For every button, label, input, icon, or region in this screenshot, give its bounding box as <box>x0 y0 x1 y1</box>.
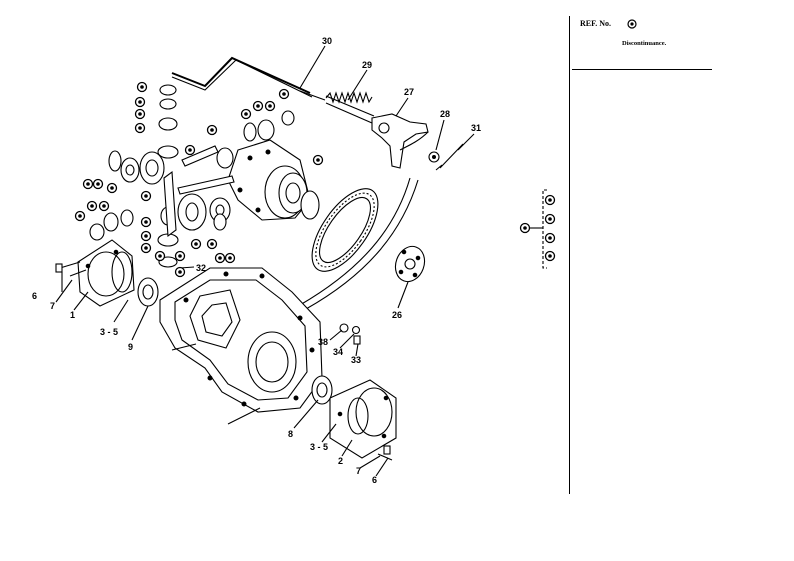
shift-fork <box>371 113 429 169</box>
right-bearing-retainer <box>329 379 397 459</box>
callout-6-left: 6 <box>32 291 37 301</box>
callout-27: 27 <box>404 87 414 97</box>
callout-34: 34 <box>333 347 343 357</box>
ref-no-label: REF. No. <box>580 19 612 28</box>
circled-marker-icon <box>140 190 152 202</box>
reference-markers <box>74 81 324 278</box>
discontinuance-label: Discontinuance. <box>622 40 667 47</box>
lock-pin <box>435 143 464 171</box>
circled-number-icon <box>627 19 637 29</box>
circled-marker-icon <box>214 252 226 264</box>
circled-marker-icon <box>312 154 324 166</box>
circled-marker-icon <box>224 252 236 264</box>
circled-marker-icon <box>174 266 186 278</box>
side-group-bracket <box>519 189 556 269</box>
pinion-shaft <box>163 145 235 238</box>
callout-38: 38 <box>318 337 328 347</box>
circled-marker-icon <box>74 210 86 222</box>
ring-gear <box>311 188 379 272</box>
callout-9: 9 <box>128 342 133 352</box>
callout-30: 30 <box>322 36 332 46</box>
circled-number-icon <box>544 250 556 262</box>
circled-marker-icon <box>140 216 152 228</box>
circled-marker-icon <box>206 238 218 250</box>
callout-3-5-left: 3 - 5 <box>100 327 118 337</box>
callout-7-left: 7 <box>50 301 55 311</box>
circled-marker-icon <box>184 144 196 156</box>
callout-31: 31 <box>471 123 481 133</box>
left-bolts <box>55 261 87 277</box>
right-bolts <box>377 445 393 461</box>
callout-2: 2 <box>338 456 343 466</box>
circled-marker-icon <box>134 108 146 120</box>
circled-marker-icon <box>92 178 104 190</box>
circled-marker-icon <box>82 178 94 190</box>
circled-number-icon <box>544 232 556 244</box>
carrier-housing <box>159 267 323 425</box>
fork-bolt <box>428 151 440 163</box>
circled-marker-icon <box>86 200 98 212</box>
circled-marker-icon <box>136 81 148 93</box>
callout-3-5-right: 3 - 5 <box>310 442 328 452</box>
circled-marker-icon <box>278 88 290 100</box>
panel-divider <box>569 16 570 494</box>
circled-marker-icon <box>154 250 166 262</box>
callout-6-right: 6 <box>372 475 377 485</box>
header-rule <box>572 69 712 70</box>
circled-marker-icon <box>98 200 110 212</box>
callout-1: 1 <box>70 310 75 320</box>
circled-marker-icon <box>140 242 152 254</box>
circled-marker-icon <box>190 238 202 250</box>
callout-29: 29 <box>362 60 372 70</box>
left-seal <box>137 277 159 307</box>
circled-marker-icon <box>252 100 264 112</box>
gasket-loop <box>299 177 419 310</box>
left-bearing-retainer <box>77 239 135 307</box>
circled-marker-icon <box>134 122 146 134</box>
callout-8: 8 <box>288 429 293 439</box>
shift-rod <box>171 56 326 101</box>
circled-marker-icon <box>106 182 118 194</box>
circled-marker-icon <box>206 124 218 136</box>
pinion-flange <box>394 245 426 283</box>
side-gear-set <box>89 84 295 268</box>
circled-marker-icon <box>140 230 152 242</box>
circled-number-icon <box>519 222 531 234</box>
circled-marker-icon <box>240 108 252 120</box>
callout-32: 32 <box>196 263 206 273</box>
callout-labels: 30 29 27 28 31 26 32 6 7 1 3 - 5 9 38 34… <box>32 36 481 485</box>
callout-26: 26 <box>392 310 402 320</box>
circled-marker-icon <box>134 96 146 108</box>
circled-marker-icon <box>174 250 186 262</box>
callout-7-right: 7 <box>356 466 361 476</box>
callout-33: 33 <box>351 355 361 365</box>
right-seal <box>311 375 333 405</box>
callout-28: 28 <box>440 109 450 119</box>
circled-number-icon <box>544 194 556 206</box>
drain-plug-set <box>339 323 361 345</box>
circled-number-icon <box>544 213 556 225</box>
circled-marker-icon <box>264 100 276 112</box>
differential-case <box>227 139 320 221</box>
leader-lines <box>55 45 475 477</box>
